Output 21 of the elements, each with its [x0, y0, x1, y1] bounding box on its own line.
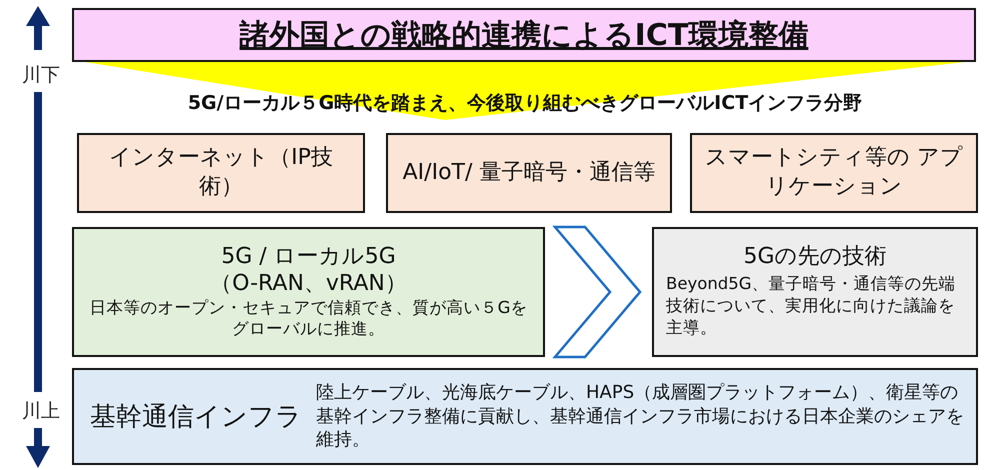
chevron-arrow [552, 226, 642, 358]
category-box [77, 133, 365, 213]
title-text: 諸外国との戦略的連携によるICT環境整備 [240, 16, 808, 54]
field-label: スマートシティ等の アプリケーション [704, 144, 964, 201]
box-description: 日本等のオープン・セキュアで信頼でき、質が高い５Gをグローバルに推進。 [88, 296, 528, 340]
field-label: インターネット（IP技術） [108, 144, 334, 201]
box-description: Beyond5G、量子暗号・通信等の先端技術について、実用化に向けた議論を主導。 [665, 272, 957, 340]
side-label: 川上 [22, 399, 60, 424]
box-heading: 5Gの先の技術 [743, 244, 887, 271]
category-box [72, 227, 545, 357]
category-box [72, 368, 978, 465]
box-description: 陸上ケーブル、光海底ケーブル、HAPS（成層圏プラットフォーム）、衛星等の基幹インフラ整備に貢献し、基幹通信インフラ市場における日本企業のシェアを維持。 [316, 381, 965, 452]
category-box [386, 133, 672, 213]
box-heading: 基幹通信インフラ [89, 401, 303, 434]
sub-heading: （O-RAN、vRAN） [210, 270, 407, 297]
box-heading: 5G / ローカル5G [221, 244, 396, 271]
title-box [72, 8, 976, 62]
category-box [652, 227, 978, 357]
side-label: 川下 [22, 63, 60, 88]
category-box [690, 133, 978, 213]
field-label: AI/IoT/ 量子暗号・通信等 [402, 158, 656, 187]
